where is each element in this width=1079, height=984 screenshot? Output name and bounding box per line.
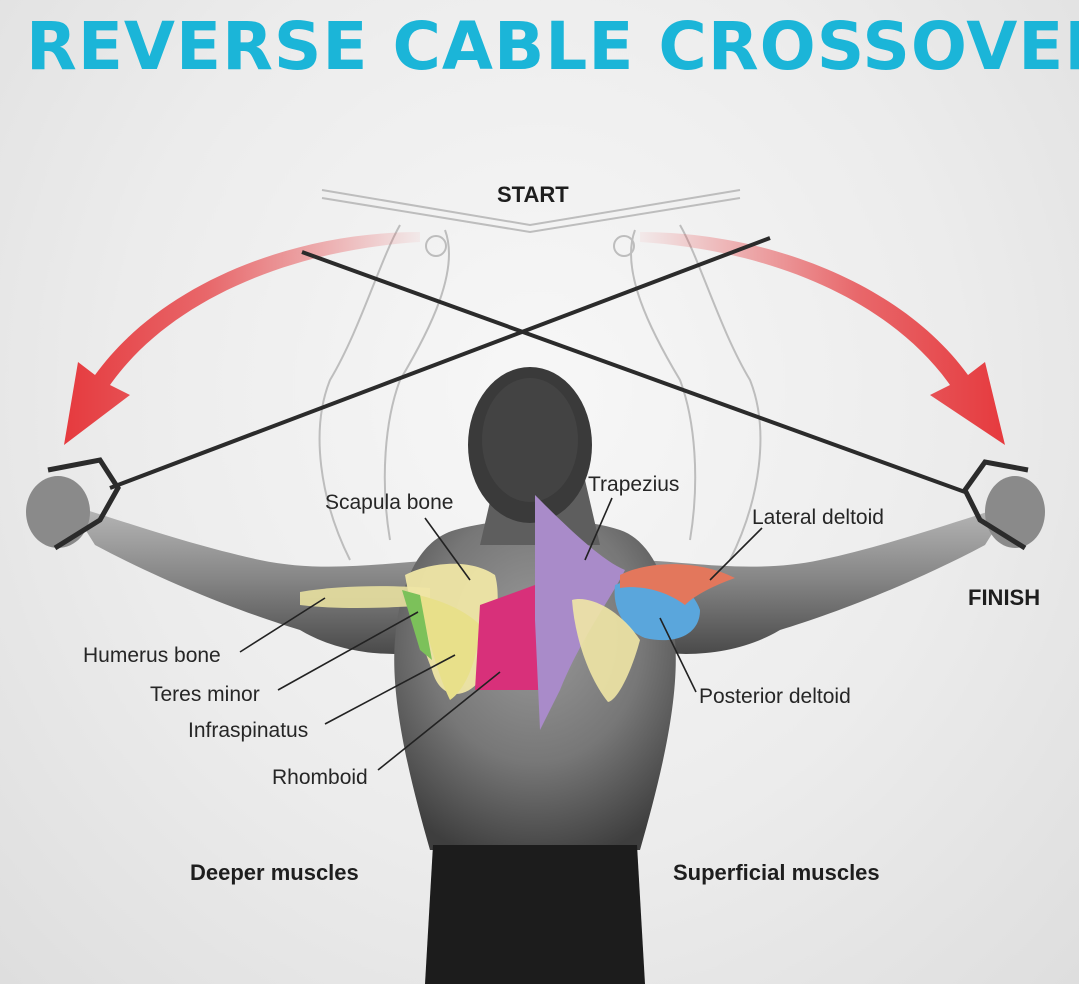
posterior-deltoid-label: Posterior deltoid bbox=[699, 686, 851, 707]
lateral-deltoid-label: Lateral deltoid bbox=[752, 507, 884, 528]
infraspinatus-label: Infraspinatus bbox=[188, 720, 308, 741]
right-motion-arrow bbox=[640, 232, 1005, 445]
left-hand bbox=[26, 476, 90, 548]
shorts bbox=[425, 845, 645, 984]
teres-minor-label: Teres minor bbox=[150, 684, 260, 705]
humerus-bone-label: Humerus bone bbox=[83, 645, 221, 666]
scapula-bone-label: Scapula bone bbox=[325, 492, 453, 513]
superficial-muscles-label: Superficial muscles bbox=[673, 862, 880, 884]
finish-label: FINISH bbox=[968, 587, 1040, 609]
deeper-muscles-label: Deeper muscles bbox=[190, 862, 359, 884]
right-hand bbox=[985, 476, 1045, 548]
left-motion-arrow bbox=[64, 232, 420, 445]
start-label: START bbox=[497, 184, 569, 206]
rhomboid-label: Rhomboid bbox=[272, 767, 368, 788]
trapezius-label: Trapezius bbox=[588, 474, 679, 495]
